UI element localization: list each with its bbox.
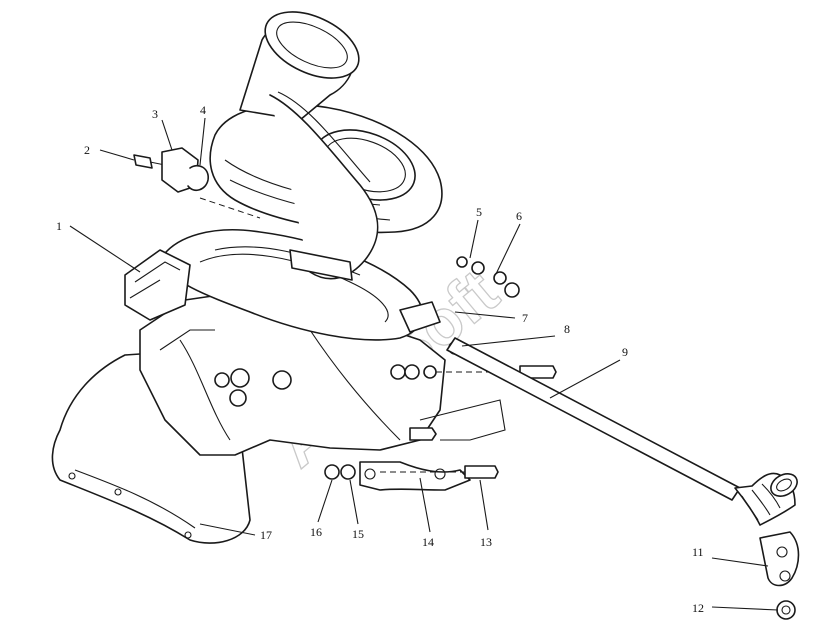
callout-3: 3 (152, 107, 158, 121)
callout-13: 13 (480, 535, 492, 549)
callout-labels: 1 2 3 4 5 6 7 8 9 11 12 13 14 15 16 17 (56, 103, 704, 615)
lower-flange-assembly (324, 461, 499, 491)
callout-6: 6 (516, 209, 522, 223)
drain-flange-gasket (759, 531, 800, 587)
callout-17: 17 (260, 528, 272, 542)
oil-feed-pipe (269, 91, 379, 281)
turbine-studs (390, 364, 557, 441)
callout-4: 4 (200, 103, 206, 117)
callout-12: 12 (692, 601, 704, 615)
callout-16: 16 (310, 525, 322, 539)
callout-5: 5 (476, 205, 482, 219)
bracket-assembly (133, 147, 261, 219)
callout-1: 1 (56, 219, 62, 233)
callout-2: 2 (84, 143, 90, 157)
callout-14: 14 (422, 535, 434, 549)
compressor-outlet (239, 11, 360, 121)
wastegate-actuator (124, 249, 191, 321)
drain-nut (776, 600, 796, 620)
oil-drain-pipe (446, 337, 798, 526)
callout-11: 11 (692, 545, 704, 559)
callout-9: 9 (622, 345, 628, 359)
callout-15: 15 (352, 527, 364, 541)
leader-lines (69, 117, 779, 611)
callout-7: 7 (522, 311, 528, 325)
callout-8: 8 (564, 322, 570, 336)
